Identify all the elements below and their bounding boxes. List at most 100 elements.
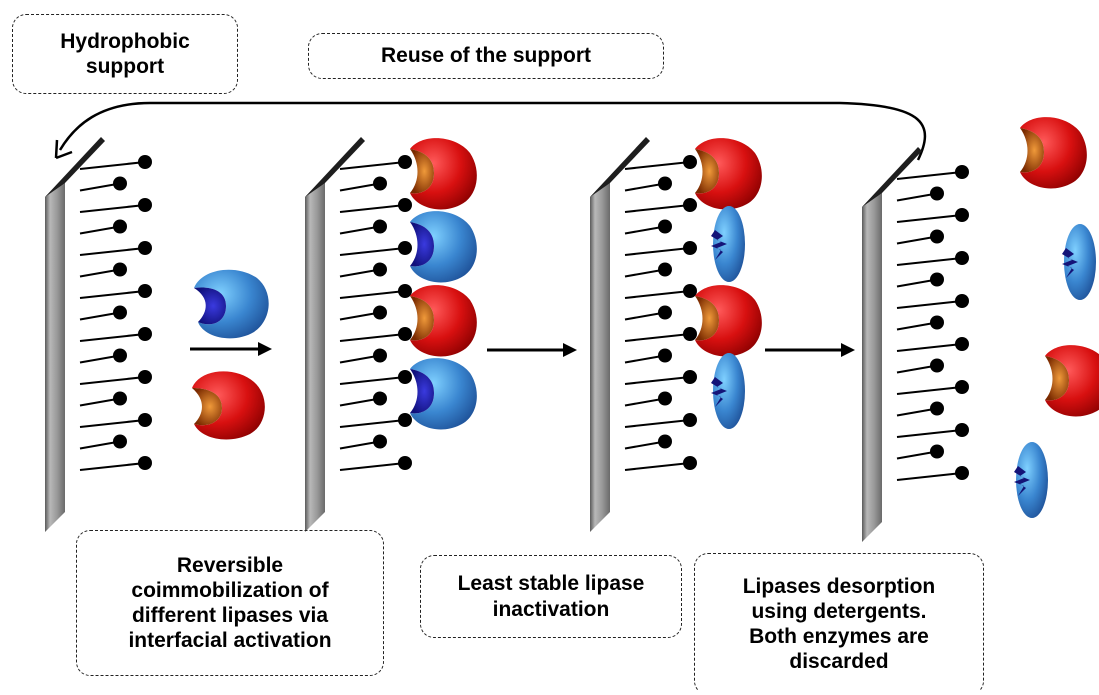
ligand-head [683,198,697,212]
ligand-head [373,262,387,277]
hydrophobic-ligand [896,214,963,223]
ligand-head [113,176,127,191]
support-stage-1 [45,137,152,532]
desorbed-blue-inactive-lipase [1014,442,1048,518]
ligand-head [683,413,697,427]
process-arrowhead-1 [258,342,272,356]
ligand-head [373,348,387,363]
ligand-head [683,284,697,298]
ligand-head [113,348,127,363]
ligand-head [138,284,152,298]
ligand-head [138,241,152,255]
bound-red-lipase [410,285,477,357]
inactivation-label: Least stable lipase inactivation [420,555,682,638]
hydrophobic-ligand [79,290,146,299]
ligand-head [373,219,387,234]
support-plate-edge [45,137,105,197]
ligand-head [683,370,697,384]
bound-blue-lipase [410,358,477,430]
bound-red-lipase [410,138,477,210]
bound-blue-inactive-lipase [711,206,745,282]
hydrophobic-ligand [79,333,146,342]
bound-red-lipase [695,285,762,357]
process-arrowhead-2 [563,343,577,357]
ligand-head [398,413,412,427]
hydrophobic-ligand [624,247,691,256]
hydrophobic-ligand [624,204,691,213]
hydrophobic-ligand [79,376,146,385]
hydrophobic-ligand [339,419,406,428]
hydrophobic-ligand [624,290,691,299]
ligand-head [113,391,127,406]
process-arrowhead-3 [841,343,855,357]
support-plate [45,177,65,532]
desorption-label: Lipases desorption using detergents. Bot… [694,553,984,695]
ligand-head [398,284,412,298]
ligand-head [113,434,127,449]
hydrophobic-ligand [896,257,963,266]
ligand-head [658,305,672,320]
ligand-head [373,176,387,191]
free-red-lipase [192,371,265,440]
ligand-head [955,294,969,308]
hydrophobic-ligand [624,161,691,170]
ligand-head [930,401,944,416]
ligand-head [398,241,412,255]
ligand-head [398,198,412,212]
hydrophobic-ligand [79,462,146,471]
ligand-head [658,434,672,449]
ligand-head [373,391,387,406]
ligand-head [138,370,152,384]
bound-red-lipase [695,138,762,210]
bound-blue-lipase [410,211,477,283]
hydrophobic-ligand [79,419,146,428]
bound-blue-inactive-lipase [711,353,745,429]
hydrophobic-ligand [896,171,963,180]
ligand-head [138,413,152,427]
ligand-head [113,219,127,234]
support-plate [305,177,325,532]
support-plate-edge [862,147,922,207]
ligand-head [398,155,412,169]
ligand-head [683,456,697,470]
ligand-head [683,241,697,255]
support-stage-3 [590,137,762,532]
hydrophobic-ligand [339,161,406,170]
hydrophobic-ligand [896,386,963,395]
ligand-head [930,229,944,244]
ligand-head [138,456,152,470]
hydrophobic-ligand [339,290,406,299]
ligand-head [138,198,152,212]
ligand-head [955,165,969,179]
desorbed-red-lipase [1045,345,1099,417]
hydrophobic-ligand [339,333,406,342]
ligand-head [373,434,387,449]
ligand-head [658,219,672,234]
ligand-head [658,262,672,277]
ligand-head [398,370,412,384]
ligand-head [930,272,944,287]
hydrophobic-ligand [79,204,146,213]
ligand-head [658,176,672,191]
ligand-head [398,327,412,341]
ligand-head [955,380,969,394]
hydrophobic-ligand [624,419,691,428]
hydrophobic-ligand [339,204,406,213]
ligand-head [955,251,969,265]
ligand-head [398,456,412,470]
support-plate [590,177,610,532]
reuse-support-label: Reuse of the support [308,33,664,79]
coimmobilization-label: Reversible coimmobilization of different… [76,530,384,676]
ligand-head [955,423,969,437]
support-plate-edge [590,137,650,197]
ligand-head [138,327,152,341]
ligand-head [955,466,969,480]
hydrophobic-ligand [624,376,691,385]
support-plate [862,187,882,542]
desorbed-red-lipase [1020,117,1087,189]
ligand-head [955,208,969,222]
hydrophobic-ligand [896,472,963,481]
ligand-head [955,337,969,351]
ligand-head [658,348,672,363]
